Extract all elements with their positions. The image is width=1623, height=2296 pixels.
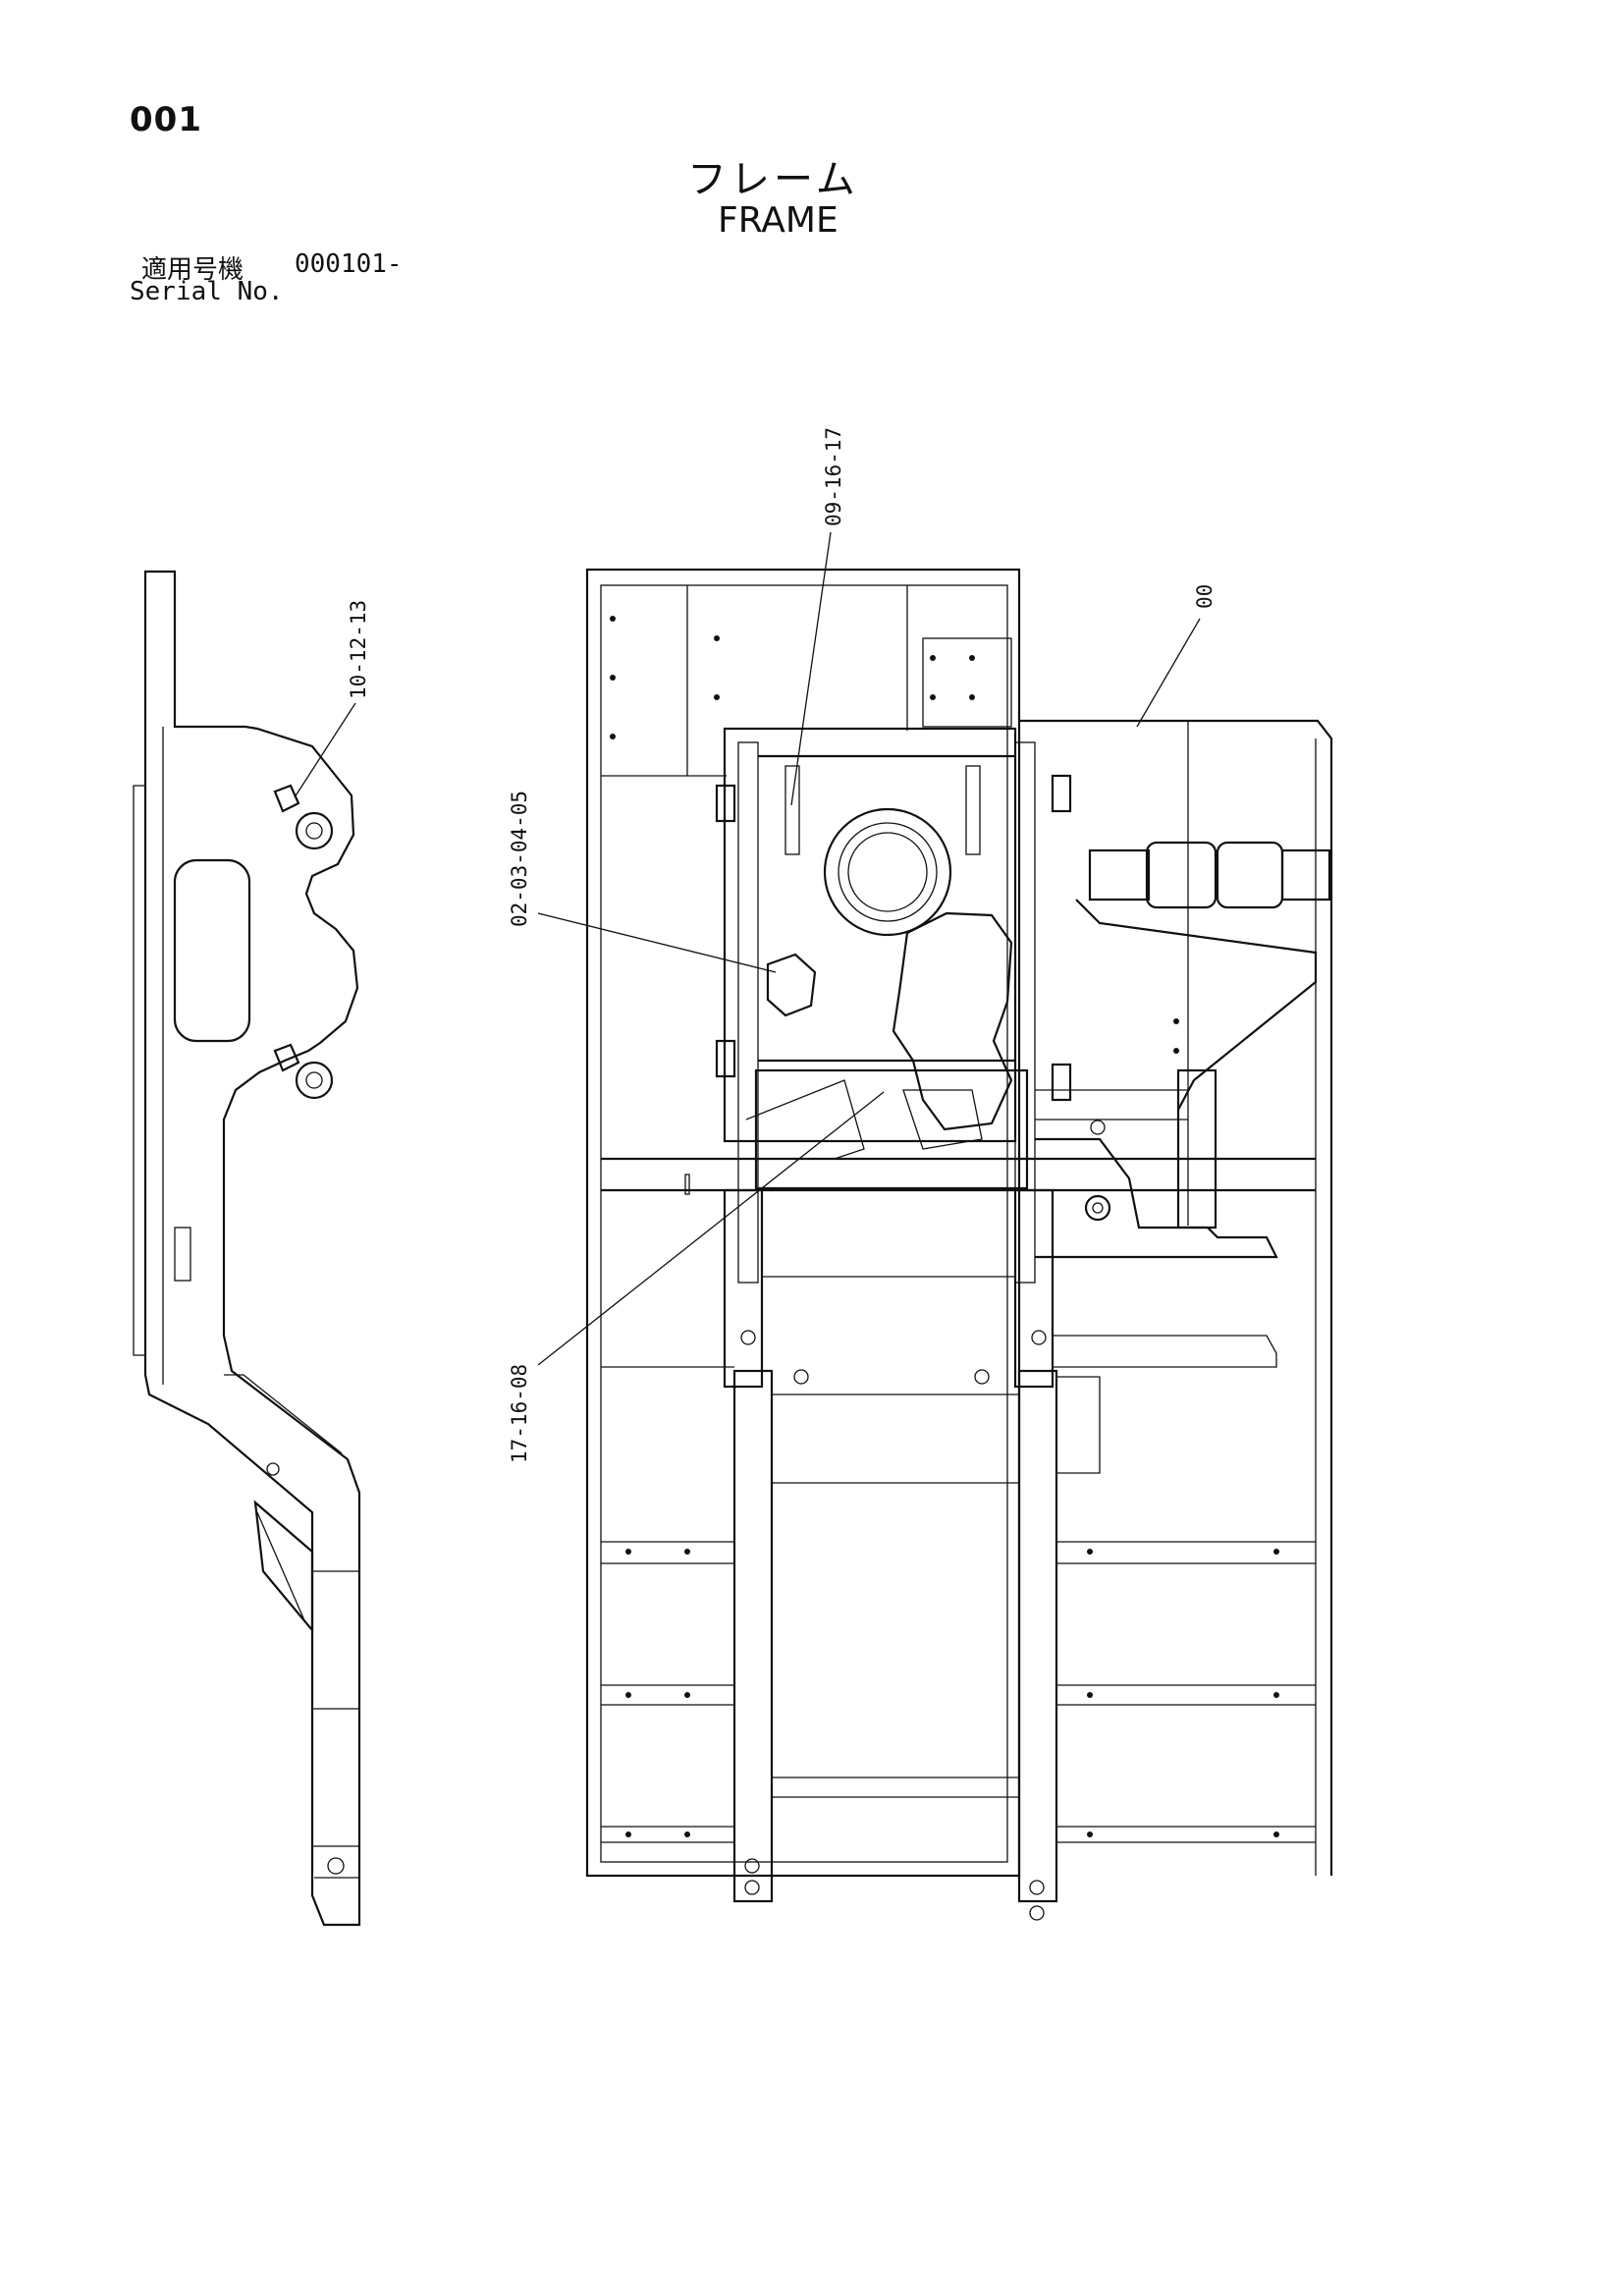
side-view — [133, 570, 361, 1927]
page-title-english: FRAME — [718, 200, 839, 241]
page-number: 001 — [130, 100, 202, 139]
callout-label-00: 00 — [1193, 584, 1217, 609]
plan-view — [585, 568, 1333, 1921]
callout-17-16-08: 17-16-08 — [508, 1091, 885, 1463]
leader-line-10-12-13 — [294, 702, 356, 798]
callout-02-03-04-05: 02-03-04-05 — [508, 791, 777, 973]
leader-line-00 — [1136, 618, 1201, 728]
leader-line-09-16-17 — [790, 531, 832, 806]
serial-label-japanese: 適用号機 — [141, 255, 244, 285]
callout-label-02-03-04-05: 02-03-04-05 — [508, 791, 531, 927]
callout-10-12-13: 10-12-13 — [294, 600, 370, 798]
callout-label-17-16-08: 17-16-08 — [508, 1364, 531, 1463]
serial-label-english: Serial No. — [130, 277, 284, 306]
leader-line-02-03-04-05 — [537, 912, 777, 973]
callout-label-09-16-17: 09-16-17 — [822, 427, 845, 526]
serial-number-range: 000101- — [295, 249, 403, 279]
callout-09-16-17: 09-16-17 — [790, 427, 845, 806]
callout-00: 00 — [1136, 584, 1217, 728]
callout-label-10-12-13: 10-12-13 — [347, 600, 370, 699]
leader-line-17-16-08 — [537, 1091, 885, 1366]
page-title-japanese: フレーム — [687, 157, 859, 202]
